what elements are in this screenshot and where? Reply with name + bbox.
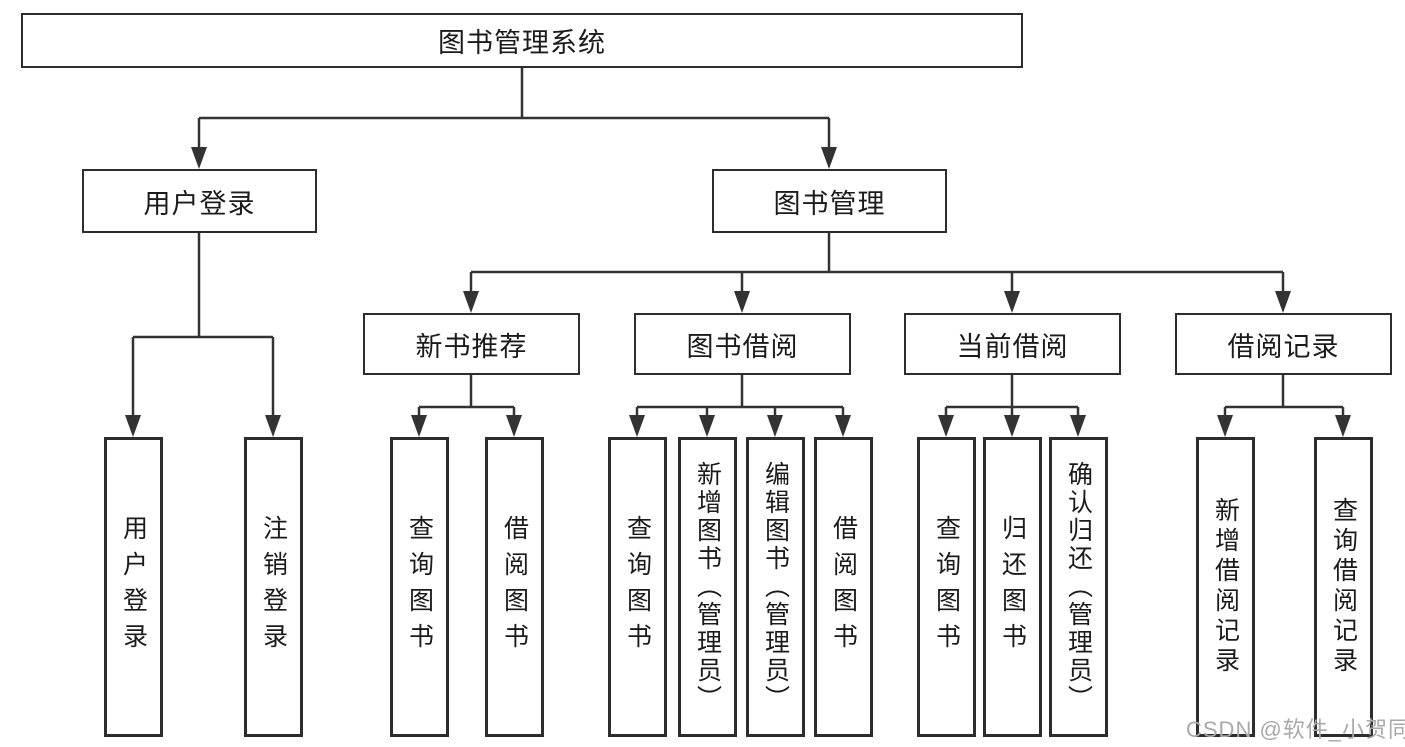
leaf-query-books-borrow-label: 查询图书: [623, 515, 652, 659]
node-library-management-system: 图书管理系统: [21, 13, 1023, 68]
leaf-query-borrow-record-label: 查询借阅记录: [1329, 497, 1358, 677]
leaf-query-books-current: 查询图书: [917, 437, 976, 737]
node-book-management: 图书管理: [712, 169, 947, 233]
leaf-add-borrow-record: 新增借阅记录: [1196, 437, 1255, 737]
leaf-borrow-books-recommend: 借阅图书: [485, 437, 544, 737]
leaf-query-books-borrow: 查询图书: [608, 437, 667, 737]
leaf-query-books-current-label: 查询图书: [932, 515, 961, 659]
leaf-edit-books-admin-label: 编辑图书（管理员）: [761, 461, 790, 713]
leaf-return-books-label: 归还图书: [998, 515, 1027, 659]
node-new-book-recommend: 新书推荐: [363, 313, 580, 375]
csdn-watermark: CSDN @软件_小贺同学: [1186, 717, 1405, 742]
node-borrow-records: 借阅记录: [1175, 313, 1392, 375]
leaf-add-books-admin: 新增图书（管理员）: [678, 437, 737, 737]
leaf-logout-label: 注销登录: [259, 515, 288, 659]
node-current-borrow: 当前借阅: [904, 313, 1121, 375]
leaf-return-books: 归还图书: [983, 437, 1042, 737]
leaf-add-books-admin-label: 新增图书（管理员）: [693, 461, 722, 713]
leaf-query-borrow-record: 查询借阅记录: [1314, 437, 1373, 737]
leaf-query-books-recommend-label: 查询图书: [405, 515, 434, 659]
leaf-add-borrow-record-label: 新增借阅记录: [1211, 497, 1240, 677]
leaf-logout: 注销登录: [244, 437, 303, 737]
leaf-confirm-return-admin: 确认归还（管理员）: [1049, 437, 1108, 737]
node-book-borrow: 图书借阅: [634, 313, 851, 375]
leaf-borrow-books: 借阅图书: [814, 437, 873, 737]
leaf-user-login: 用户登录: [104, 437, 163, 737]
leaf-user-login-label: 用户登录: [119, 515, 148, 659]
leaf-confirm-return-admin-label: 确认归还（管理员）: [1064, 461, 1093, 713]
leaf-borrow-books-recommend-label: 借阅图书: [500, 515, 529, 659]
leaf-edit-books-admin: 编辑图书（管理员）: [746, 437, 805, 737]
node-user-login: 用户登录: [82, 169, 317, 233]
leaf-borrow-books-label: 借阅图书: [829, 515, 858, 659]
leaf-query-books-recommend: 查询图书: [390, 437, 449, 737]
